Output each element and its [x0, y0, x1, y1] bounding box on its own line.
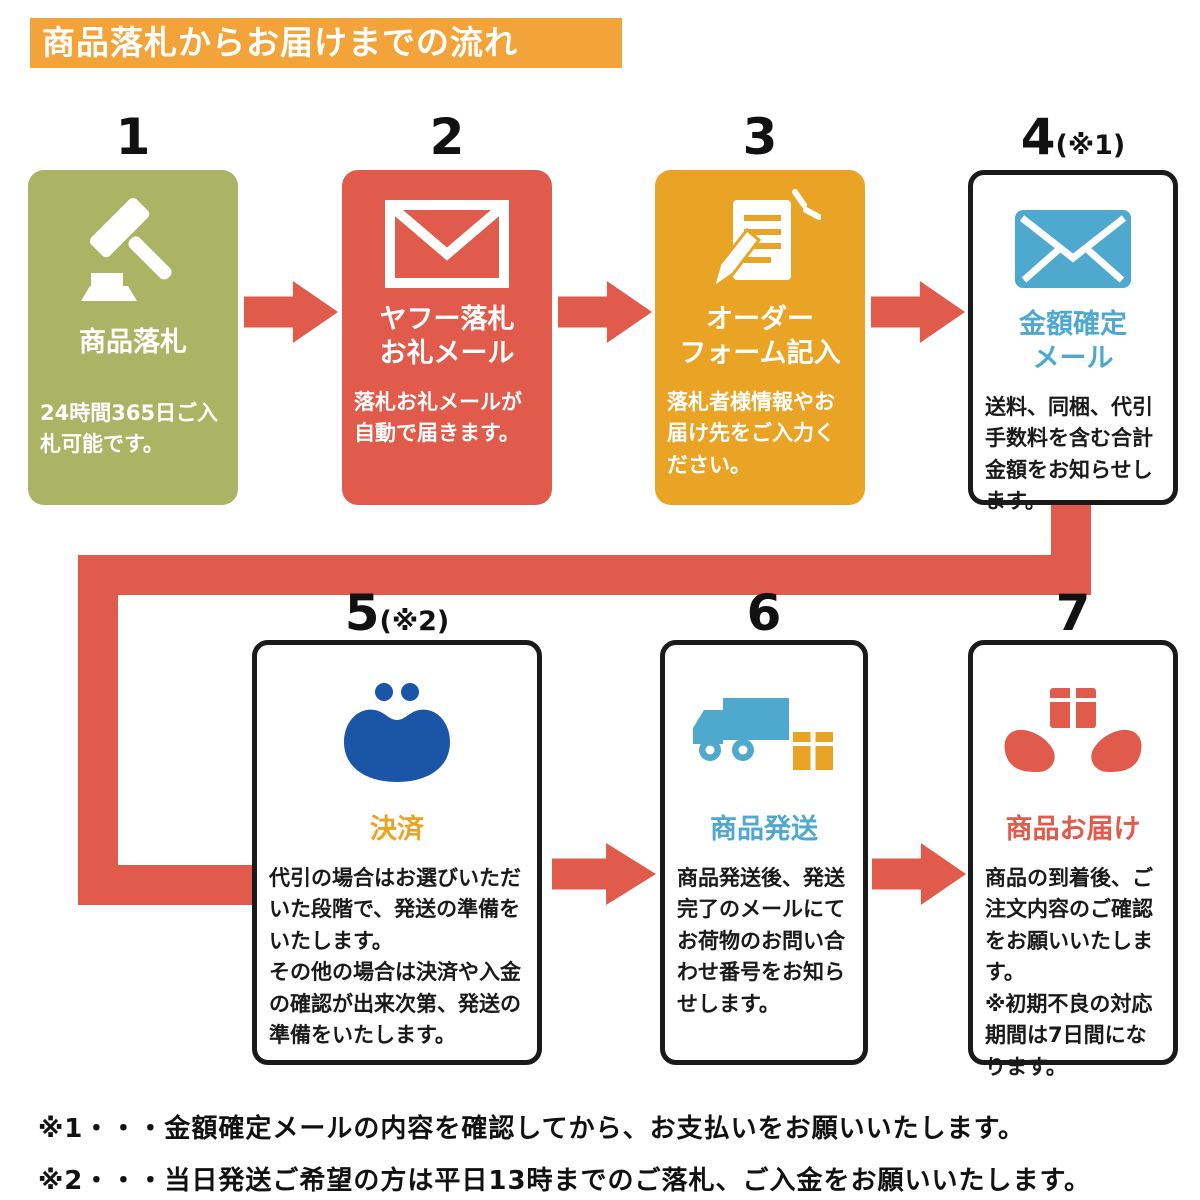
step-4-number-text: 4: [1020, 108, 1056, 166]
arrow-right-icon: [871, 281, 965, 343]
arrow-right-icon: [872, 843, 966, 905]
step-4-card: 金額確定 メール 送料、同梱、代引手数料を含む合計金額をお知らせします。: [968, 170, 1178, 513]
step-5-body: 代引の場合はお選びいただいた段階で、発送の準備をいたします。 その他の場合は決済…: [269, 865, 521, 1048]
step-5-card: 決済 代引の場合はお選びいただいた段階で、発送の準備をいたします。 その他の場合…: [252, 640, 542, 1065]
coin-purse-icon: [257, 661, 537, 811]
step-2-number-text: 2: [429, 108, 465, 166]
delivery-hands-icon: [973, 661, 1173, 811]
step-4-number-note: (※1): [1055, 130, 1126, 161]
step-7-title: 商品お届け: [1005, 814, 1141, 845]
arrow-right-icon: [558, 281, 652, 343]
step-5-number: 5(※2): [252, 588, 542, 638]
step-1-card: 商品落札 24時間365日ご入札可能です。: [28, 170, 238, 505]
connector-segment-horizontal-top: [78, 555, 1091, 595]
step-3-number-text: 3: [742, 108, 778, 166]
step-7-number-text: 7: [1055, 584, 1091, 642]
step-7-number: 7: [968, 588, 1178, 638]
footnote-2: ※2・・・当日発送ご希望の方は平日13時までのご落札、ご入金をお願いいたします。: [38, 1166, 1091, 1196]
mail-outline-icon: [342, 186, 552, 301]
step-2-number: 2: [342, 112, 552, 162]
arrow-right-icon: [552, 843, 656, 905]
step-1-number-text: 1: [115, 108, 151, 166]
step-3-number: 3: [655, 112, 865, 162]
step-1-title: 商品落札: [79, 327, 187, 358]
truck-box-icon: [665, 661, 863, 811]
step-3-card: オーダー フォーム記入 落札者様情報やお届け先をご入力ください。: [655, 170, 865, 505]
gavel-icon: [28, 186, 238, 316]
step-6-body: 商品発送後、発送完了のメールにてお荷物のお問い合わせ番号をお知らせします。: [677, 865, 845, 1016]
step-3-title: オーダー フォーム記入: [679, 304, 841, 369]
step-5-number-note: (※2): [379, 606, 450, 637]
step-4-number: 4(※1): [968, 112, 1178, 162]
step-3-body: 落札者様情報やお届け先をご入力ください。: [667, 389, 835, 477]
step-5-number-text: 5: [344, 584, 380, 642]
step-1-number: 1: [28, 112, 238, 162]
page-title: 商品落札からお届けまでの流れ: [30, 18, 622, 68]
step-6-title: 商品発送: [710, 814, 818, 845]
step-1-body: 24時間365日ご入札可能です。: [40, 400, 219, 457]
step-4-title: 金額確定 メール: [1019, 309, 1127, 374]
step-2-body: 落札お礼メールが自動で届きます。: [354, 389, 522, 446]
step-6-card: 商品発送 商品発送後、発送完了のメールにてお荷物のお問い合わせ番号をお知らせしま…: [660, 640, 868, 1065]
step-5-title: 決済: [370, 814, 424, 845]
order-form-icon: [655, 186, 865, 301]
step-6-number-text: 6: [746, 584, 782, 642]
footnote-1: ※1・・・金額確定メールの内容を確認してから、お支払いをお願いいたします。: [38, 1114, 1025, 1144]
arrow-right-icon: [244, 281, 338, 343]
step-2-title: ヤフー落札 お礼メール: [379, 304, 515, 369]
step-6-number: 6: [660, 588, 868, 638]
connector-segment-down-left: [78, 555, 118, 905]
connector-segment-horizontal-bottom: [78, 865, 256, 905]
step-2-card: ヤフー落札 お礼メール 落札お礼メールが自動で届きます。: [342, 170, 552, 505]
step-7-card: 商品お届け 商品の到着後、ご注文内容のご確認をお願いいたします。 ※初期不良の対…: [968, 640, 1178, 1079]
step-4-body: 送料、同梱、代引手数料を含む合計金額をお知らせします。: [985, 394, 1153, 514]
step-7-body: 商品の到着後、ご注文内容のご確認をお願いいたします。 ※初期不良の対応期間は7日…: [985, 865, 1153, 1079]
mail-solid-icon: [973, 191, 1173, 306]
